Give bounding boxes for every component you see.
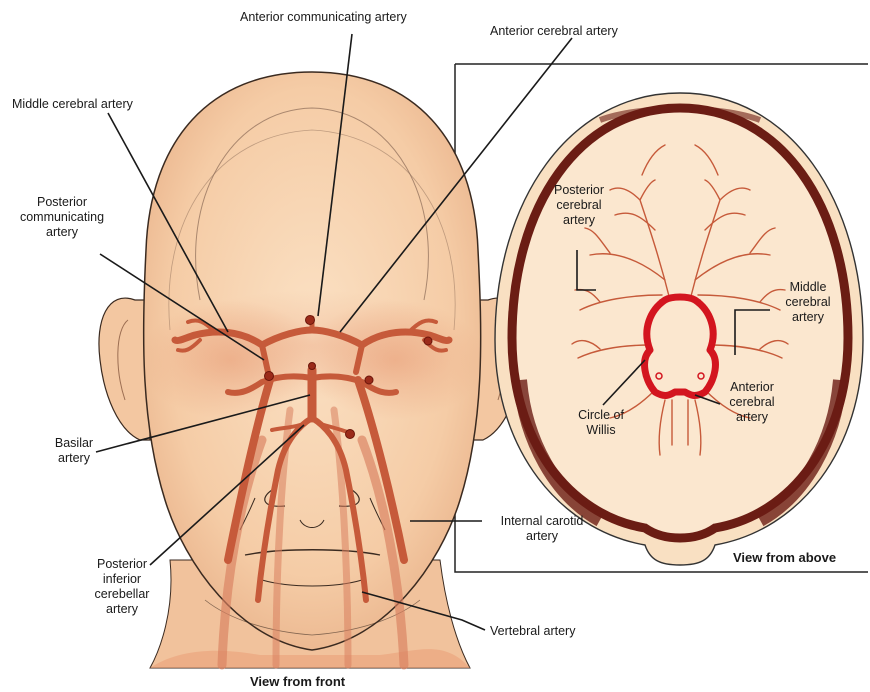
label-line: cerebellar	[82, 587, 162, 602]
label-line: artery	[716, 410, 788, 425]
label-basilar-artery: Basilar artery	[44, 436, 104, 466]
label-line: artery	[544, 213, 614, 228]
label-line: cerebral	[544, 198, 614, 213]
label-line: cerebral	[772, 295, 844, 310]
label-line: Posterior	[2, 195, 122, 210]
label-line: Anterior	[716, 380, 788, 395]
label-line: Willis	[566, 423, 636, 438]
label-anterior-cerebral-artery-above: Anterior cerebral artery	[716, 380, 788, 425]
label-line: artery	[44, 451, 104, 466]
label-line: artery	[488, 529, 596, 544]
label-line: Circle of	[566, 408, 636, 423]
label-line: Middle	[772, 280, 844, 295]
label-line: cerebral	[716, 395, 788, 410]
label-middle-cerebral-artery-above: Middle cerebral artery	[772, 280, 844, 325]
label-line: communicating	[2, 210, 122, 225]
label-middle-cerebral-artery: Middle cerebral artery	[12, 97, 133, 112]
label-line: artery	[2, 225, 122, 240]
label-line: inferior	[82, 572, 162, 587]
label-internal-carotid-artery: Internal carotid artery	[488, 514, 596, 544]
label-anterior-communicating-artery: Anterior communicating artery	[240, 10, 407, 25]
caption-view-from-front: View from front	[250, 674, 345, 689]
label-posterior-communicating-artery: Posterior communicating artery	[2, 195, 122, 240]
label-posterior-cerebral-artery: Posterior cerebral artery	[544, 183, 614, 228]
label-anterior-cerebral-artery: Anterior cerebral artery	[490, 24, 618, 39]
caption-view-from-above: View from above	[733, 550, 836, 565]
label-line: Posterior	[544, 183, 614, 198]
label-vertebral-artery: Vertebral artery	[490, 624, 575, 639]
label-line: artery	[772, 310, 844, 325]
label-line: Internal carotid	[488, 514, 596, 529]
label-line: Posterior	[82, 557, 162, 572]
label-line: Basilar	[44, 436, 104, 451]
above-view	[495, 93, 863, 565]
label-circle-of-willis: Circle of Willis	[566, 408, 636, 438]
label-line: artery	[82, 602, 162, 617]
label-posterior-inferior-cerebellar-artery: Posterior inferior cerebellar artery	[82, 557, 162, 617]
